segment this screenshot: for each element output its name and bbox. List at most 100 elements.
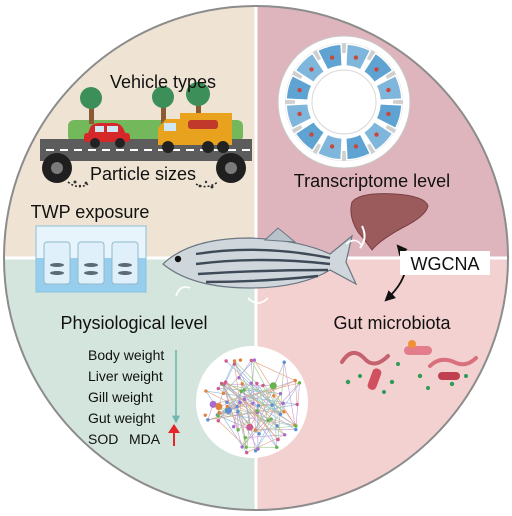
car-icon — [84, 123, 130, 148]
network-edge — [218, 388, 285, 436]
network-node — [219, 381, 224, 386]
bacteria-icon — [340, 340, 478, 394]
network-node — [276, 437, 280, 442]
network-node — [216, 414, 220, 418]
ring-marker — [329, 144, 335, 149]
network-edge — [217, 382, 252, 417]
beaker-icon — [43, 241, 139, 285]
wgcna-label: WGCNA — [411, 254, 480, 274]
network-node — [257, 432, 261, 436]
tire-icon — [42, 153, 246, 188]
ring-marker — [386, 87, 391, 93]
network-edge — [256, 383, 269, 421]
network-edge — [283, 362, 296, 426]
ring-marker — [297, 111, 302, 117]
ring-marker — [374, 67, 379, 72]
network-edge — [256, 383, 273, 406]
list-item-body-weight: Body weight — [88, 347, 164, 363]
network-node — [242, 388, 246, 392]
mda-label: MDA — [129, 431, 161, 447]
network-node — [253, 428, 258, 432]
network-node — [249, 381, 253, 385]
truck-icon — [158, 113, 232, 153]
network-node — [295, 402, 299, 407]
network-edge — [238, 377, 285, 413]
network-edge — [207, 411, 238, 421]
network-edge — [250, 382, 285, 413]
network-edge — [225, 381, 296, 426]
ring-segment — [375, 103, 403, 130]
sod-label: SOD — [88, 431, 118, 447]
network-edge — [237, 411, 246, 438]
network-node — [266, 418, 270, 423]
increase-arrow-icon — [168, 424, 180, 446]
network-edge — [262, 385, 273, 406]
particle-sizes-label: Particle sizes — [90, 164, 196, 184]
twp-exposure-label: TWP exposure — [31, 202, 150, 222]
network-node — [272, 394, 276, 398]
ring-segment — [316, 133, 343, 161]
network-node — [256, 447, 260, 451]
network-node — [238, 358, 243, 362]
network-node — [224, 406, 232, 414]
network-node — [255, 381, 259, 386]
ring-marker — [309, 132, 314, 137]
vehicle-types-label: Vehicle types — [110, 72, 216, 92]
ring-marker — [297, 87, 302, 93]
network-node — [282, 410, 286, 414]
road-scene — [40, 82, 252, 189]
network-node — [253, 449, 258, 453]
network-node — [209, 400, 217, 408]
network-node — [251, 401, 255, 406]
network-edge — [251, 360, 281, 415]
liver-icon — [350, 193, 429, 251]
network-node — [239, 389, 243, 393]
network-node — [237, 375, 241, 380]
network-node — [293, 378, 297, 383]
network-edge — [219, 412, 296, 427]
network-edge — [255, 418, 272, 451]
network-node — [215, 403, 223, 411]
network-node — [269, 382, 277, 390]
transcriptome-circular-plot — [277, 35, 411, 169]
network-node — [238, 400, 242, 405]
network-node — [256, 404, 261, 408]
network-node — [297, 381, 302, 385]
network-edge — [255, 382, 300, 451]
ring-marker — [353, 144, 359, 149]
ring-marker — [329, 55, 335, 60]
ring-segment — [294, 120, 326, 152]
ring-segment — [285, 103, 313, 130]
ring-segment — [362, 120, 394, 152]
ring-marker — [353, 55, 359, 60]
network-node — [243, 436, 247, 440]
network-node — [246, 423, 254, 431]
network-node — [236, 410, 240, 414]
network-node — [283, 433, 287, 437]
network-edge — [294, 380, 298, 405]
ring-segment — [345, 43, 372, 71]
network-edge — [295, 382, 300, 430]
network-edge — [251, 360, 296, 381]
network-edge — [227, 406, 272, 420]
network-edge — [237, 412, 258, 431]
network-edge — [238, 360, 252, 378]
exposure-tank — [35, 225, 147, 293]
network-edge — [251, 360, 256, 431]
network-node — [275, 445, 279, 449]
physiological-list: Body weight Liver weight Gill weight Gut… — [88, 347, 180, 447]
network-node — [203, 413, 207, 417]
list-item-gill-weight: Gill weight — [88, 389, 153, 405]
ring-segment — [294, 52, 326, 84]
network-node — [224, 359, 228, 363]
network-edge — [243, 389, 297, 427]
network-node — [269, 417, 273, 421]
physiological-level-label: Physiological level — [60, 313, 207, 333]
network-node — [240, 445, 244, 449]
network-edge — [246, 360, 255, 453]
network-node — [216, 386, 220, 391]
network-node — [231, 424, 236, 429]
network-node — [252, 358, 257, 362]
network-node — [232, 359, 237, 363]
